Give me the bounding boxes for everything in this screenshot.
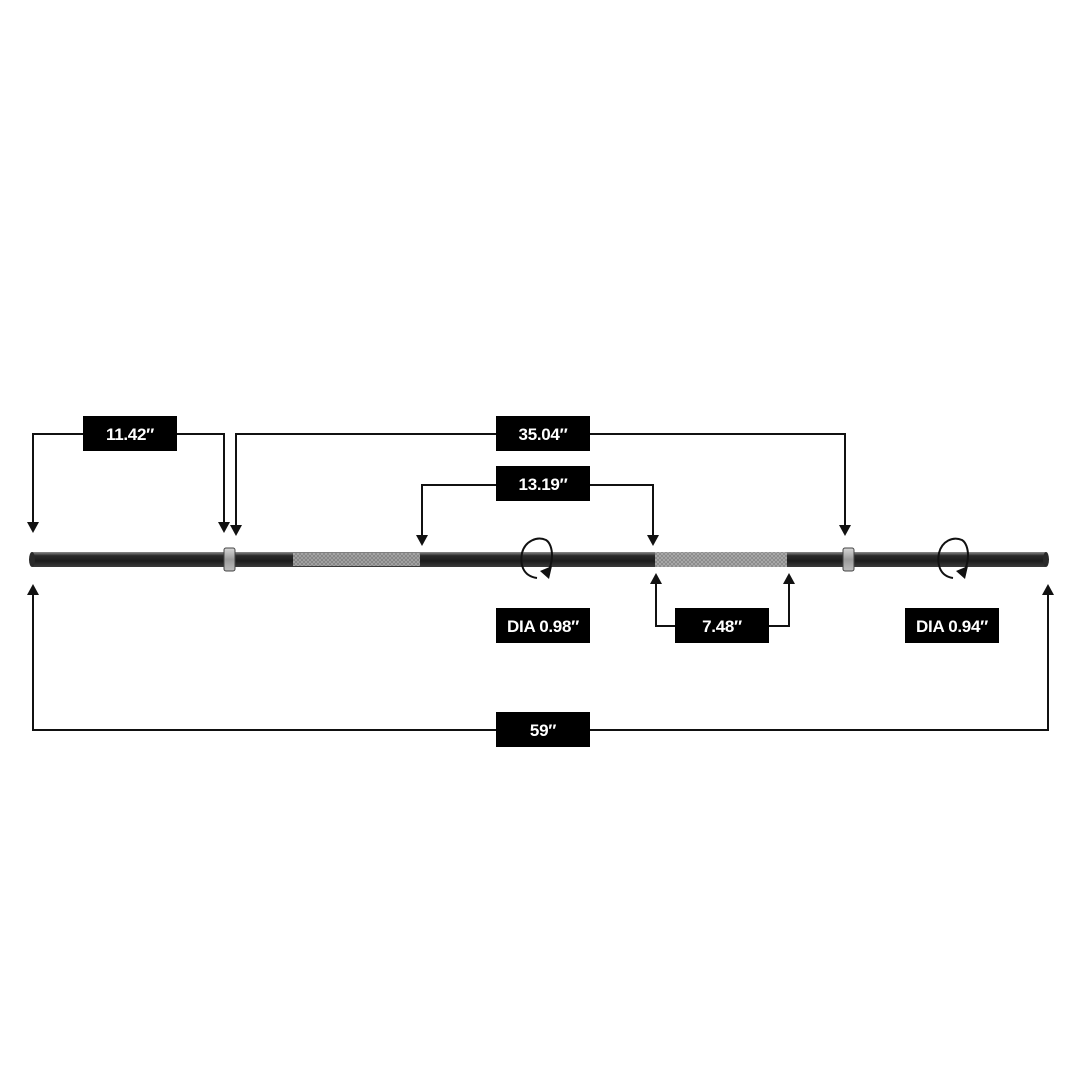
shaft-diameter-text: DIA 0.98″ (507, 617, 579, 636)
arrow-head-icon (783, 573, 795, 584)
rotation-arrow-icon (520, 537, 553, 579)
total-length-text: 59″ (530, 721, 556, 740)
right-collar (842, 547, 855, 572)
arrow-head-icon (839, 525, 851, 536)
barbell-shaft (30, 552, 1048, 567)
rotation-arrow-icon (937, 537, 969, 579)
label-total-length: 59″ (496, 712, 590, 747)
label-inner-collar-span: 35.04″ (496, 416, 590, 451)
label-knurl-length: 7.48″ (675, 608, 769, 643)
grip-spacing-text: 13.19″ (519, 475, 568, 494)
arrow-head-icon (27, 584, 39, 595)
arrow-head-icon (230, 525, 242, 536)
arrow-head-icon (218, 522, 230, 533)
label-sleeve-length: 11.42″ (83, 416, 177, 451)
arrow-head-icon (416, 535, 428, 546)
sleeve-length-text: 11.42″ (106, 425, 154, 444)
arrow-head-icon (647, 535, 659, 546)
label-grip-spacing: 13.19″ (496, 466, 590, 501)
right-end-cap (1043, 552, 1049, 567)
barbell (29, 547, 1049, 572)
left-end-cap (29, 552, 35, 567)
right-knurl (655, 552, 787, 567)
left-collar (223, 547, 236, 572)
arrow-head-icon (1042, 584, 1054, 595)
sleeve-diameter-text: DIA 0.94″ (916, 617, 988, 636)
inner-collar-span-text: 35.04″ (519, 425, 568, 444)
label-sleeve-diameter: DIA 0.94″ (905, 608, 999, 643)
arrow-head-icon (650, 573, 662, 584)
left-knurl (293, 553, 420, 566)
knurl-length-text: 7.48″ (702, 617, 742, 636)
label-shaft-diameter: DIA 0.98″ (496, 608, 590, 643)
arrow-head-icon (27, 522, 39, 533)
